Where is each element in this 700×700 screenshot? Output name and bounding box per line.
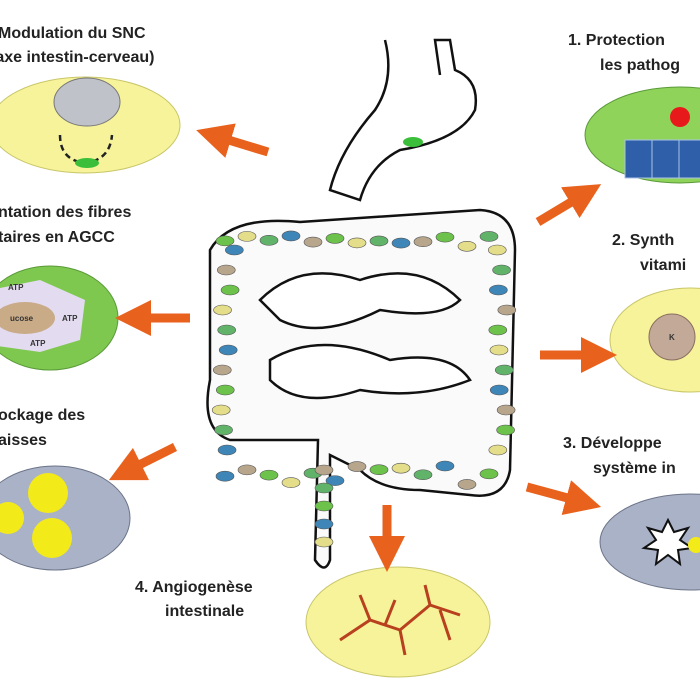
bacterium-icon	[225, 244, 244, 256]
bacterium-icon	[314, 482, 334, 494]
bacterium-icon	[496, 424, 515, 436]
bacterium-icon	[489, 344, 509, 356]
bacterium-icon	[259, 469, 279, 481]
bacterium-icon	[369, 235, 389, 247]
glucose-icon	[0, 302, 55, 334]
label-angio-1: 4. Angiogenèse	[135, 579, 253, 596]
bacterium-icon	[220, 284, 240, 296]
bacterium-icon	[237, 464, 257, 476]
bacterium-icon	[217, 324, 236, 336]
bacterium-icon	[435, 460, 455, 472]
bacterium-icon	[391, 237, 411, 249]
bacterium-icon	[457, 479, 477, 490]
atp-label-3: ATP	[30, 339, 46, 348]
arrow-immune	[525, 480, 602, 516]
pathogen-icon	[670, 107, 690, 127]
bacterium-icon	[213, 364, 232, 376]
arrow-stockage	[108, 442, 178, 481]
atp-label-2: ATP	[62, 314, 78, 323]
bacterium-icon	[214, 424, 233, 436]
antigen-icon	[688, 537, 700, 553]
bacterium-icon	[213, 304, 232, 316]
immune-ellipse	[599, 493, 700, 591]
fat-droplet-icon	[0, 502, 24, 534]
atp-label-1: ATP	[8, 283, 24, 292]
bacterium-icon	[237, 231, 257, 242]
glucose-label: ucose	[10, 314, 34, 323]
bacteria-group	[211, 230, 517, 548]
bacterium-icon	[489, 384, 509, 396]
fat-droplet-icon	[28, 473, 68, 513]
vitamin-icon	[648, 313, 696, 361]
bacterium-icon	[391, 462, 411, 474]
bacterium-icon	[314, 536, 334, 548]
vitamin-label: K	[669, 333, 675, 342]
bacterium-icon	[496, 404, 516, 416]
bacterium-icon	[494, 364, 514, 376]
bacterium-icon	[281, 230, 301, 242]
bacterium-icon	[489, 284, 508, 296]
label-snc-2: (axe intestin-cerveau)	[0, 49, 155, 66]
bacterium-icon	[479, 231, 499, 242]
bacterium-icon	[314, 464, 334, 476]
label-angio-2: intestinale	[165, 603, 244, 620]
bacterium-icon	[492, 264, 511, 276]
label-synthese-2: vitami	[640, 257, 686, 274]
label-stockage-1: ockage des	[0, 407, 85, 424]
bacterium-icon	[479, 468, 499, 480]
label-fibres-1: ntation des fibres	[0, 204, 131, 221]
bacterium-icon	[216, 264, 236, 276]
bacterium-icon	[314, 500, 334, 512]
bacterium-icon	[369, 464, 389, 476]
bacterium-icon	[457, 240, 477, 252]
bacterium-icon	[259, 235, 279, 246]
digestive-tract-illustration	[206, 38, 517, 569]
bacterium-icon	[211, 404, 231, 416]
bacterium-icon	[325, 233, 345, 244]
bacterium-icon	[314, 518, 334, 530]
bacterium-icon	[497, 304, 517, 316]
label-protection-2: les pathog	[600, 57, 680, 74]
label-snc-1: Modulation du SNC	[0, 25, 146, 42]
fat-droplet-icon	[32, 518, 72, 558]
bacterium-icon	[403, 137, 423, 147]
arrow-protection	[535, 184, 602, 226]
bacterium-icon	[75, 158, 99, 168]
bacterium-icon	[281, 477, 301, 488]
bacterium-icon	[215, 384, 235, 396]
label-fibres-2: taires en AGCC	[0, 229, 115, 246]
bacterium-icon	[347, 461, 367, 472]
bacterium-icon	[215, 235, 235, 247]
label-developpement-1: 3. Développe	[563, 435, 662, 452]
bacterium-icon	[488, 444, 508, 456]
bacterium-icon	[487, 244, 507, 256]
bacterium-icon	[215, 470, 235, 482]
bacterium-icon	[303, 236, 323, 248]
epithelium-icon	[624, 139, 700, 179]
bacterium-icon	[347, 237, 367, 249]
bacterium-icon	[435, 231, 455, 243]
immune-cell-icon	[641, 517, 695, 567]
bacterium-icon	[413, 469, 433, 481]
label-protection-1: 1. Protection	[568, 32, 665, 49]
bacterium-icon	[217, 444, 237, 456]
brain-icon	[53, 77, 121, 127]
stomach	[328, 38, 478, 202]
label-stockage-2: aisses	[0, 432, 47, 449]
label-synthese-1: 2. Synth	[612, 232, 674, 249]
arrows	[108, 123, 617, 572]
small-intestine-loops	[258, 272, 472, 400]
arrow-snc	[196, 123, 270, 158]
angio-ellipse	[305, 566, 491, 678]
bacterium-icon	[325, 475, 345, 486]
blood-vessel-icon	[339, 584, 461, 656]
bacterium-icon	[413, 236, 433, 248]
label-developpement-2: système in	[593, 460, 676, 477]
bacterium-icon	[488, 324, 508, 336]
bacterium-icon	[218, 344, 238, 356]
